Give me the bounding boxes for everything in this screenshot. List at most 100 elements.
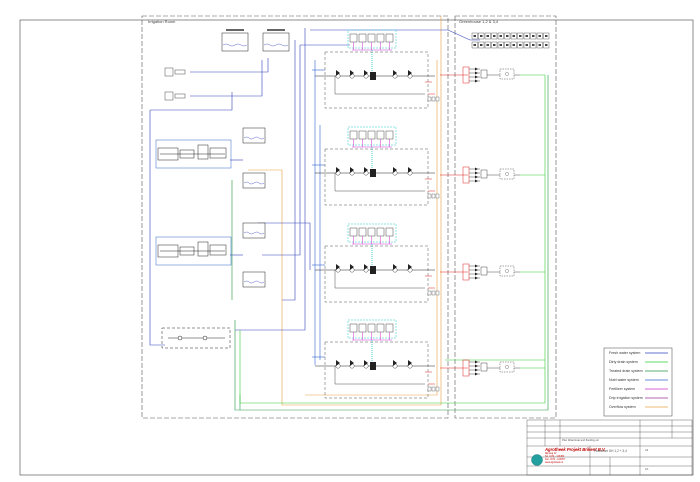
outlet-box: [435, 290, 440, 296]
outlet-box: [431, 96, 436, 102]
fert-tank: [367, 130, 376, 140]
controller-led: [532, 35, 535, 37]
legend-nutri: Nutri water system: [609, 378, 639, 382]
filter-unit: [370, 169, 376, 177]
greenhouse-valve-group: [440, 66, 520, 84]
branch-valve: [475, 167, 478, 171]
gh-gauge: [505, 172, 509, 176]
valve-icon: [408, 167, 412, 173]
treatment-unit-1: [155, 139, 232, 169]
branch-valve: [475, 368, 478, 372]
fert-tank: [358, 227, 367, 237]
controller-led: [545, 35, 548, 37]
branch-valve: [475, 67, 478, 71]
treatment-unit-2: [155, 236, 232, 266]
controller-led: [506, 44, 509, 46]
greenhouse-valve-groups: [440, 66, 520, 377]
valve-icon: [408, 264, 412, 270]
valve-icon: [408, 70, 412, 76]
controller-led: [480, 35, 483, 37]
controller-led: [519, 44, 522, 46]
outlet-lines: [425, 371, 435, 385]
fert-tank: [385, 227, 394, 237]
irrigation-room-zone: [141, 15, 449, 419]
irrigation-bays: [315, 51, 440, 399]
drawing-title: Flowchart GH 1,2 + 3,4: [594, 449, 627, 453]
irrigation-bay: [315, 51, 440, 109]
fert-tank: [376, 227, 385, 237]
branch-valve: [475, 264, 478, 268]
fert-tank: [385, 323, 394, 333]
irrigation-bay: [315, 245, 440, 303]
gh-gauge: [505, 269, 509, 273]
controller-led: [525, 44, 528, 46]
controller-led: [538, 44, 541, 46]
valve-icon: [364, 360, 368, 366]
valve-icon: [364, 264, 368, 270]
controller-led: [493, 44, 496, 46]
drawing-page: 1/1: [645, 468, 649, 471]
outlet-box: [427, 193, 432, 199]
valve-icon: [350, 70, 354, 76]
fertilizer-groups: [347, 29, 397, 370]
filter-unit: [370, 72, 376, 80]
tank-mid-1: [242, 127, 266, 144]
manifold: [462, 359, 470, 377]
branch-valve: [475, 79, 478, 83]
gh-control: [499, 168, 515, 180]
valve-icon: [408, 360, 412, 366]
branch-valve: [475, 276, 478, 280]
fert-tank: [349, 130, 358, 140]
fert-tank: [376, 33, 385, 43]
legend-fresh: Fresh water system: [609, 351, 641, 355]
fert-tank: [385, 33, 394, 43]
fert-tank: [358, 323, 367, 333]
inlet-valves: [164, 67, 186, 101]
fert-tank: [358, 130, 367, 140]
fert-tank: [367, 323, 376, 333]
fertilizer-group: [347, 29, 397, 80]
bay-frame: [324, 51, 429, 109]
bay-frame: [324, 245, 429, 303]
legend-drip: Drip irrigation system: [609, 396, 643, 400]
fert-frame: [347, 223, 397, 243]
valve-icon: [393, 70, 397, 76]
branch-valve: [475, 268, 478, 272]
fert-tank: [376, 323, 385, 333]
bay-frame: [324, 148, 429, 206]
drawing-size: A3: [645, 449, 649, 452]
bay-return: [334, 173, 425, 192]
controller-led: [480, 44, 483, 46]
legend-fertilizer: Fertilizer system: [609, 387, 636, 391]
irrigation-bay: [315, 148, 440, 206]
gh-control: [499, 265, 515, 277]
controller-led: [532, 44, 535, 46]
tank-top-1: [221, 29, 249, 52]
gh-pump: [480, 266, 488, 276]
fert-tank: [367, 227, 376, 237]
greenhouse-label: Greenhouse 1,2 & 3,4: [459, 19, 499, 24]
outlet-box: [427, 386, 432, 392]
valve-icon: [393, 264, 397, 270]
valve-icon: [364, 167, 368, 173]
valve-icon: [350, 167, 354, 173]
greenhouse-valve-group: [440, 166, 520, 184]
fert-tank: [358, 33, 367, 43]
fertilizer-group: [347, 223, 397, 274]
irrigation-bay: [315, 341, 440, 399]
valve-icon: [393, 167, 397, 173]
valve-icon: [393, 360, 397, 366]
branch-valve: [475, 272, 478, 276]
controller-led: [473, 35, 476, 37]
company-name: Agrotheek Projekt Brikent B.V.: [545, 447, 606, 452]
outlet-box: [435, 96, 440, 102]
legend-dirty: Dirty drain system: [609, 360, 638, 364]
manifold: [462, 166, 470, 184]
fert-tank: [367, 33, 376, 43]
filter-unit: [370, 266, 376, 274]
gh-pump: [480, 169, 488, 179]
valve-icon: [350, 360, 354, 366]
gh-gauge: [505, 72, 509, 76]
company-logo-icon: [531, 454, 543, 466]
